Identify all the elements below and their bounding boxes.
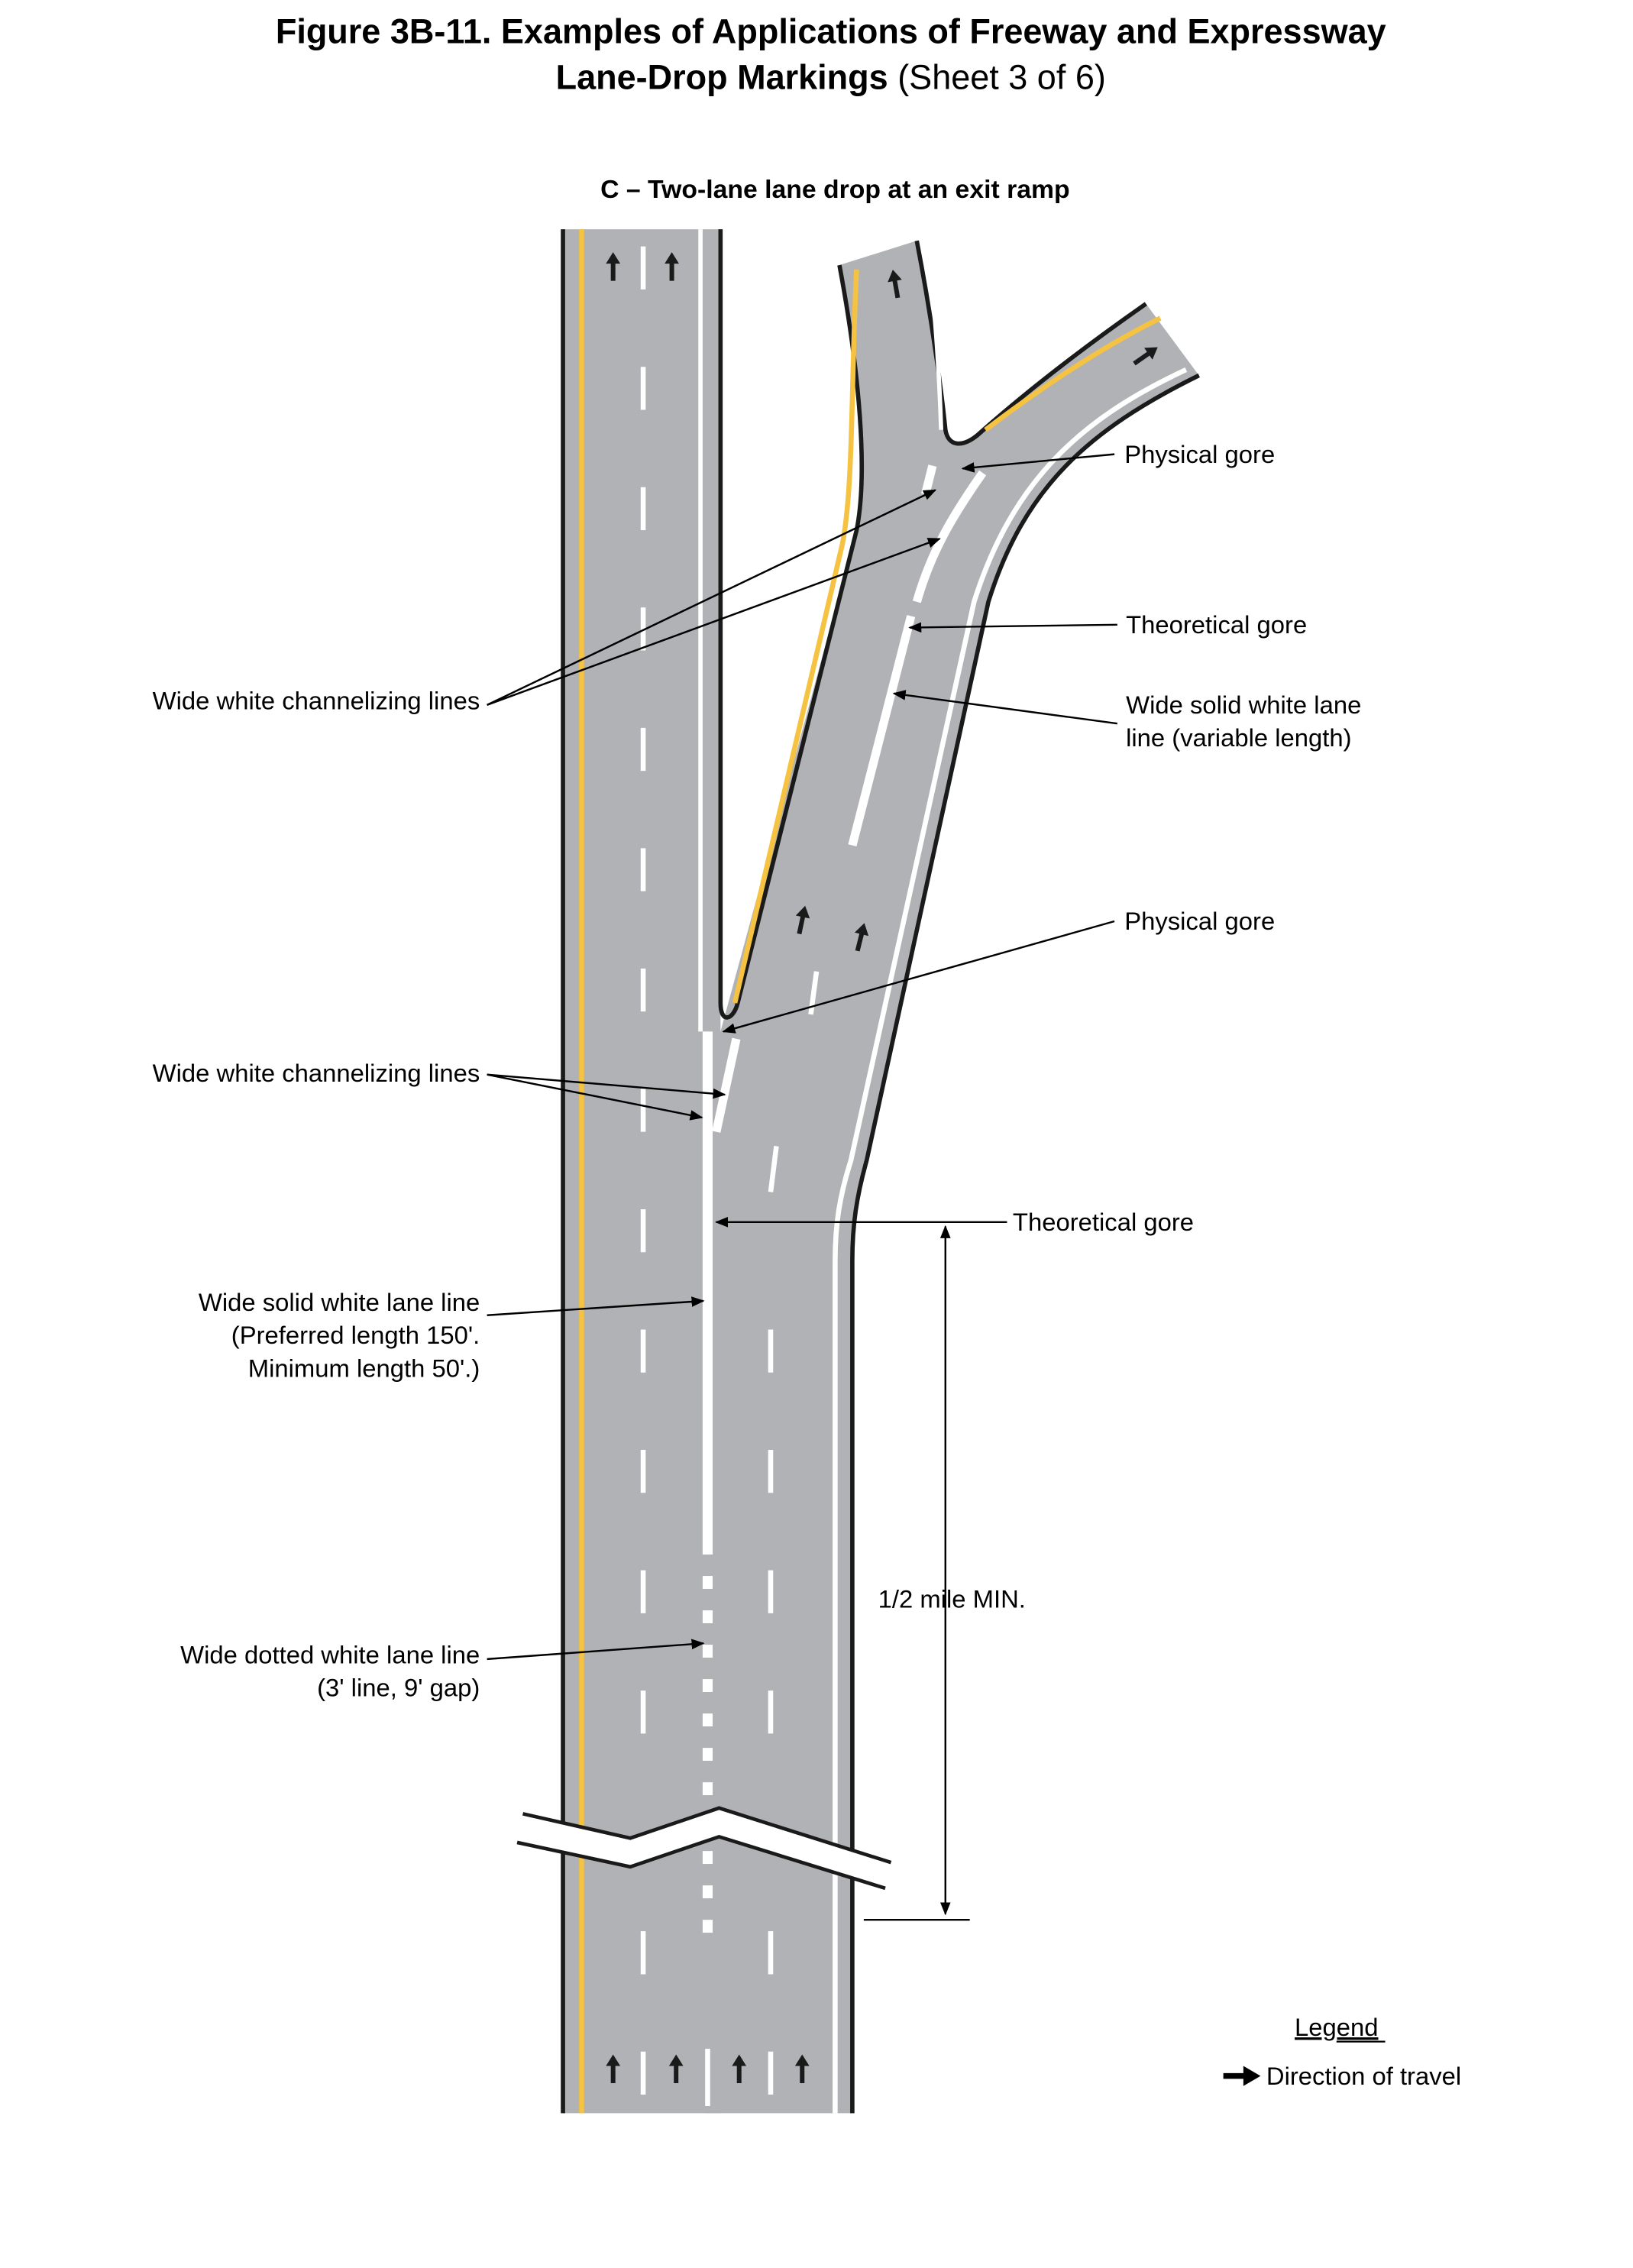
label-solid-variable-2: line (variable length) xyxy=(1126,723,1351,752)
legend: Legend Direction of travel xyxy=(1223,2013,1461,2090)
legend-title: Legend xyxy=(1295,2013,1379,2041)
label-solid-pref-1: Wide solid white lane line xyxy=(199,1288,480,1316)
leader-solid-variable xyxy=(892,690,1118,725)
label-solid-pref-3: Minimum length 50'.) xyxy=(248,1354,480,1382)
direction-arrow-icon xyxy=(1133,347,1158,366)
direction-arrow-icon xyxy=(795,905,810,935)
label-solid-pref-2: (Preferred length 150'. xyxy=(231,1321,480,1349)
leader-theoretical-gore-top xyxy=(908,622,1117,633)
figure-title-line2: Lane-Drop Markings (Sheet 3 of 6) xyxy=(556,57,1106,96)
figure-title-line1: Figure 3B-11. Examples of Applications o… xyxy=(276,11,1386,50)
direction-arrow-icon xyxy=(606,2054,621,2083)
break-line-bottom xyxy=(516,1834,886,1891)
legend-direction-label: Direction of travel xyxy=(1266,2062,1461,2090)
figure-title-sheet: (Sheet 3 of 6) xyxy=(888,57,1106,96)
label-dotted-2: (3' line, 9' gap) xyxy=(317,1674,480,1702)
leader-channelizing-top-1 xyxy=(487,489,937,706)
gore-nose-edge xyxy=(914,240,1147,446)
ramp-pavement xyxy=(706,241,1199,2114)
diagram-subtitle: C – Two-lane lane drop at an exit ramp xyxy=(600,175,1070,204)
direction-arrow-icon xyxy=(732,2054,747,2083)
arrow-right-icon xyxy=(1223,2066,1261,2086)
channelizing-line-lower xyxy=(712,1037,741,1133)
label-solid-variable-1: Wide solid white lane xyxy=(1126,691,1361,719)
direction-arrow-icon xyxy=(668,2054,684,2083)
travel-arrows xyxy=(606,252,1158,2083)
leader-channelizing-bottom-2 xyxy=(487,1073,703,1121)
leader-solid-preferred xyxy=(487,1296,705,1316)
label-channelizing-bottom: Wide white channelizing lines xyxy=(153,1059,480,1087)
break-line-top xyxy=(522,1806,892,1865)
direction-arrow-icon xyxy=(888,269,902,299)
label-channelizing-top: Wide white channelizing lines xyxy=(153,686,480,714)
direction-arrow-icon xyxy=(665,252,679,281)
ramp-lane-dash xyxy=(768,1146,779,1192)
label-theoretical-gore-bottom: Theoretical gore xyxy=(1013,1208,1194,1236)
channelizing-line-upper-right xyxy=(912,470,987,603)
leader-lines xyxy=(487,453,1118,1921)
label-dimension: 1/2 mile MIN. xyxy=(878,1584,1026,1613)
leader-dotted xyxy=(487,1639,705,1661)
leader-channelizing-bottom-1 xyxy=(487,1073,726,1099)
label-physical-gore-top: Physical gore xyxy=(1124,440,1275,468)
lane-markings xyxy=(640,246,820,2106)
direction-arrow-icon xyxy=(794,2054,810,2083)
direction-arrow-icon xyxy=(606,252,621,281)
figure-title-bold: Lane-Drop Markings xyxy=(556,57,888,96)
wide-solid-variable-line xyxy=(848,615,916,846)
direction-arrow-icon xyxy=(854,923,869,952)
yellow-branch-edge-line xyxy=(984,315,1162,432)
label-theoretical-gore-top: Theoretical gore xyxy=(1126,610,1307,639)
leader-channelizing-top-2 xyxy=(487,538,941,706)
leader-physical-gore-top xyxy=(961,453,1115,473)
break-symbol xyxy=(517,1807,891,1888)
yellow-ramp-edge-line xyxy=(732,269,859,1004)
roadway xyxy=(516,229,1200,2114)
label-physical-gore-bottom: Physical gore xyxy=(1124,907,1275,935)
label-dotted-1: Wide dotted white lane line xyxy=(180,1640,480,1668)
branch-left-lane-white xyxy=(926,254,943,430)
leader-physical-gore-bottom xyxy=(722,920,1115,1034)
mainline-pavement xyxy=(563,229,721,2114)
